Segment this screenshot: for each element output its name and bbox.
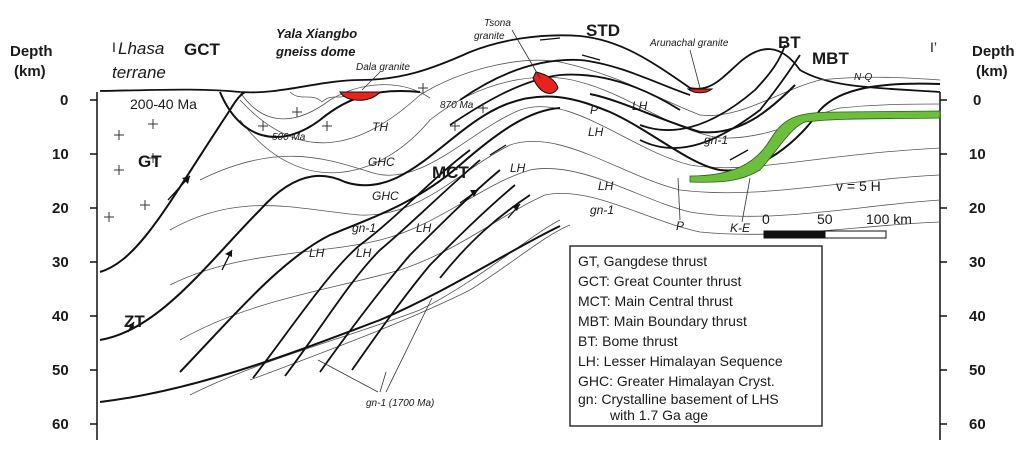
left-axis-title-1: Depth [10,43,53,60]
right-tick-30: 30 [969,254,986,271]
right-tick-60: 60 [969,416,986,433]
label-nq: N-Q [854,72,873,83]
label-p-2: P [676,219,684,233]
label-tsona-1: Tsona [484,18,511,29]
right-tick-40: 40 [969,308,986,325]
granite-cross-symbols [104,83,488,222]
label-gn1-a: gn-1 [352,221,376,235]
leader-lines [317,29,751,393]
label-lh-5: LH [416,221,432,235]
label-th: TH [372,120,388,134]
left-tick-20: 20 [52,200,69,217]
left-tick-40: 40 [52,308,69,325]
legend-item-mbt: MBT: Main Boundary thrust [578,313,747,329]
left-tick-30: 30 [52,254,69,271]
right-tick-0: 0 [973,92,981,109]
legend-item-gn: gn: Crystalline basement of LHS [578,391,779,407]
legend-item-mct: MCT: Main Central thrust [578,293,733,309]
right-depth-axis: Depth (km) 0 10 20 30 40 50 60 [939,43,1015,440]
legend-item-gt: GT, Gangdese thrust [578,253,707,269]
right-axis-title-2: (km) [976,63,1008,80]
surface-topography [99,34,941,94]
left-tick-60: 60 [52,416,69,433]
label-mbt: MBT [812,49,849,68]
label-gct: GCT [184,40,221,59]
label-lh-3: LH [510,161,526,175]
left-tick-50: 50 [52,362,69,379]
legend-item-bt: BT: Bome thrust [578,333,678,349]
label-p-1: P [590,103,598,117]
label-bt: BT [778,33,801,52]
label-yala-1: Yala Xiangbo [276,26,357,41]
thrust-faults [252,44,801,379]
right-tick-50: 50 [969,362,986,379]
scale-bar: 0 50 100 km [762,211,912,239]
legend-item-gct: GCT: Great Counter thrust [578,273,742,289]
label-vertical-exaggeration: v = 5 H [836,178,881,194]
left-tick-0: 0 [60,92,68,109]
label-tsona-2: granite [474,31,505,42]
label-age-lhasa: 200-40 Ma [130,96,197,112]
legend-item-ghc: GHC: Greater Himalayan Cryst. [578,373,775,389]
left-tick-10: 10 [52,146,69,163]
geologic-labels: Lhasa terrane GCT Yala Xiangbo gneiss do… [112,18,881,409]
label-zt: ZT [124,312,145,331]
label-ke: K-E [730,221,751,235]
right-tick-10: 10 [969,146,986,163]
left-axis-title-2: (km) [14,63,46,80]
label-lh-2: LH [588,125,604,139]
scale-label-0: 0 [762,211,770,227]
major-boundaries [99,82,941,403]
section-marker-left: I [112,39,116,55]
scale-label-100: 100 km [866,211,912,227]
label-lh-4: LH [598,179,614,193]
section-marker-right: I’ [930,39,937,55]
left-depth-axis: Depth (km) 0 10 20 30 40 50 60 [10,43,98,440]
label-yala-2: gneiss dome [275,44,355,59]
label-lhasa-2: terrane [112,63,166,82]
label-gn1-b: gn-1 [590,203,614,217]
label-age-500: 500 Ma [272,132,306,143]
label-arunachal: Arunachal granite [649,38,729,49]
label-dala-granite: Dala granite [356,62,410,73]
label-ghc-1: GHC [368,155,395,169]
label-lh-6: LH [309,246,325,260]
legend: GT, Gangdese thrust GCT: Great Counter t… [569,245,823,427]
label-lh-1: LH [632,99,648,113]
label-std: STD [586,21,620,40]
label-gn1-1700: gn-1 (1700 Ma) [366,398,434,409]
label-ghc-2: GHC [372,189,399,203]
label-mct: MCT [432,163,469,182]
dala-granite-body [339,91,382,101]
fault-arrows [127,37,749,333]
label-gn1-c: gn-1 [704,133,728,147]
legend-item-lh: LH: Lesser Himalayan Sequence [578,353,783,369]
legend-item-gn-age: with 1.7 Ga age [609,407,708,423]
right-axis-title-1: Depth [972,43,1015,60]
label-gt: GT [138,152,162,171]
label-age-870: 870 Ma [440,100,474,111]
ke-green-unit [689,110,941,183]
label-lh-7: LH [356,246,372,260]
arunachal-granite-body [686,88,714,94]
label-lhasa-1: Lhasa [118,39,164,58]
scale-label-50: 50 [817,211,833,227]
right-tick-20: 20 [969,200,986,217]
